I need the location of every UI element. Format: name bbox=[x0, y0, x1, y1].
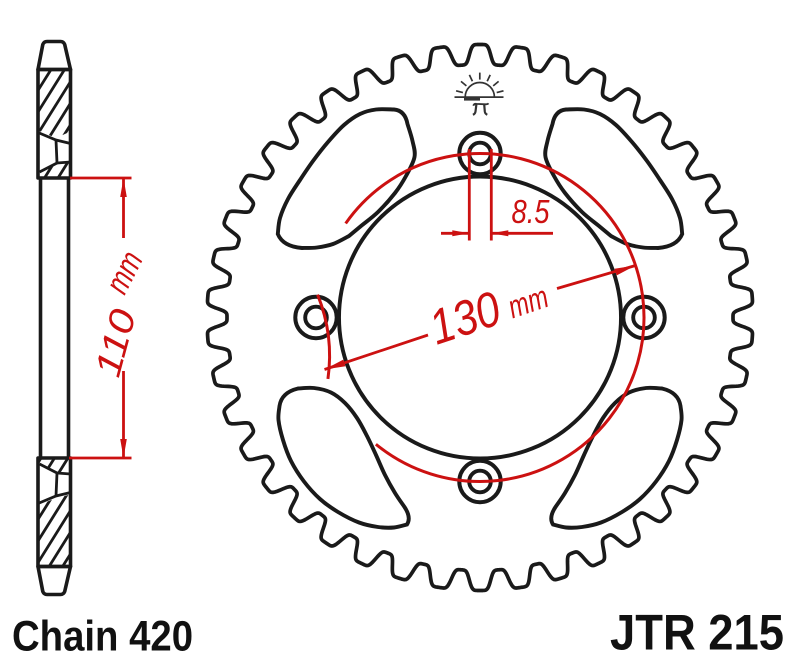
svg-text:JTR 215: JTR 215 bbox=[610, 605, 784, 661]
svg-text:Chain 420: Chain 420 bbox=[12, 613, 193, 661]
svg-text:8.5: 8.5 bbox=[512, 193, 551, 230]
